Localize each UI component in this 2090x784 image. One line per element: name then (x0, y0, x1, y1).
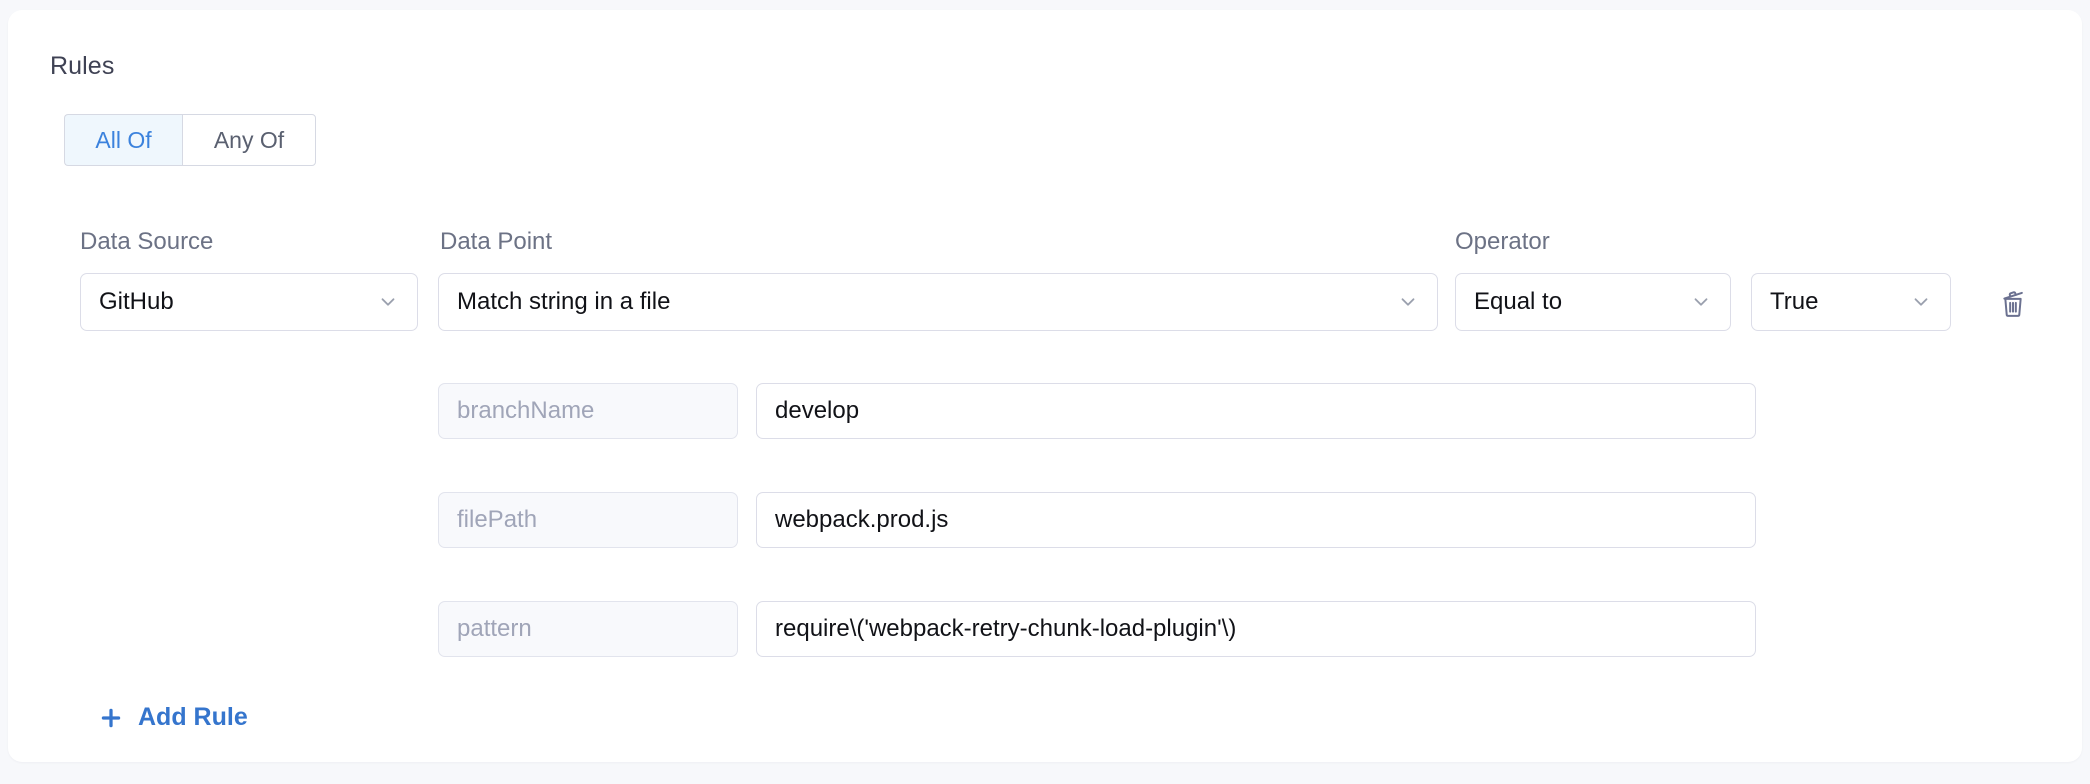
trash-icon (2003, 291, 2023, 317)
data-point-select[interactable]: Match string in a file (438, 273, 1438, 331)
data-source-label: Data Source (80, 228, 214, 255)
data-point-selected-value: Match string in a file (457, 288, 671, 315)
parameter-key-filepath: filePath (438, 492, 738, 548)
add-rule-label: Add Rule (138, 703, 248, 731)
match-mode-any-of-button[interactable]: Any Of (182, 114, 316, 166)
plus-icon (101, 708, 121, 727)
data-source-selected-value: GitHub (99, 288, 174, 315)
data-source-select[interactable]: GitHub (80, 273, 418, 331)
match-mode-all-of-button[interactable]: All Of (64, 114, 182, 166)
operator-value-selected-value: True (1770, 288, 1819, 315)
parameter-value-filepath[interactable]: webpack.prod.js (756, 492, 1756, 548)
data-point-label: Data Point (440, 228, 553, 255)
delete-rule-button[interactable] (1991, 283, 2035, 325)
parameter-key-branchname: branchName (438, 383, 738, 439)
operator-value-select[interactable]: True (1751, 273, 1951, 331)
page-title: Rules (50, 52, 115, 80)
chevron-down-icon (1914, 298, 1928, 306)
chevron-down-icon (1401, 298, 1415, 306)
chevron-down-icon (1694, 298, 1708, 306)
match-mode-toggle-group: All Of Any Of (64, 114, 316, 166)
chevron-down-icon (381, 298, 395, 306)
add-rule-button[interactable]: Add Rule (98, 703, 248, 732)
parameter-value-pattern[interactable]: require\('webpack-retry-chunk-load-plugi… (756, 601, 1756, 657)
operator-select[interactable]: Equal to (1455, 273, 1731, 331)
parameter-value-branchname[interactable]: develop (756, 383, 1756, 439)
rules-card: Rules All Of Any Of Data Source Data Poi… (8, 10, 2082, 762)
operator-label: Operator (1455, 228, 1550, 255)
operator-selected-value: Equal to (1474, 288, 1563, 315)
parameter-key-pattern: pattern (438, 601, 738, 657)
